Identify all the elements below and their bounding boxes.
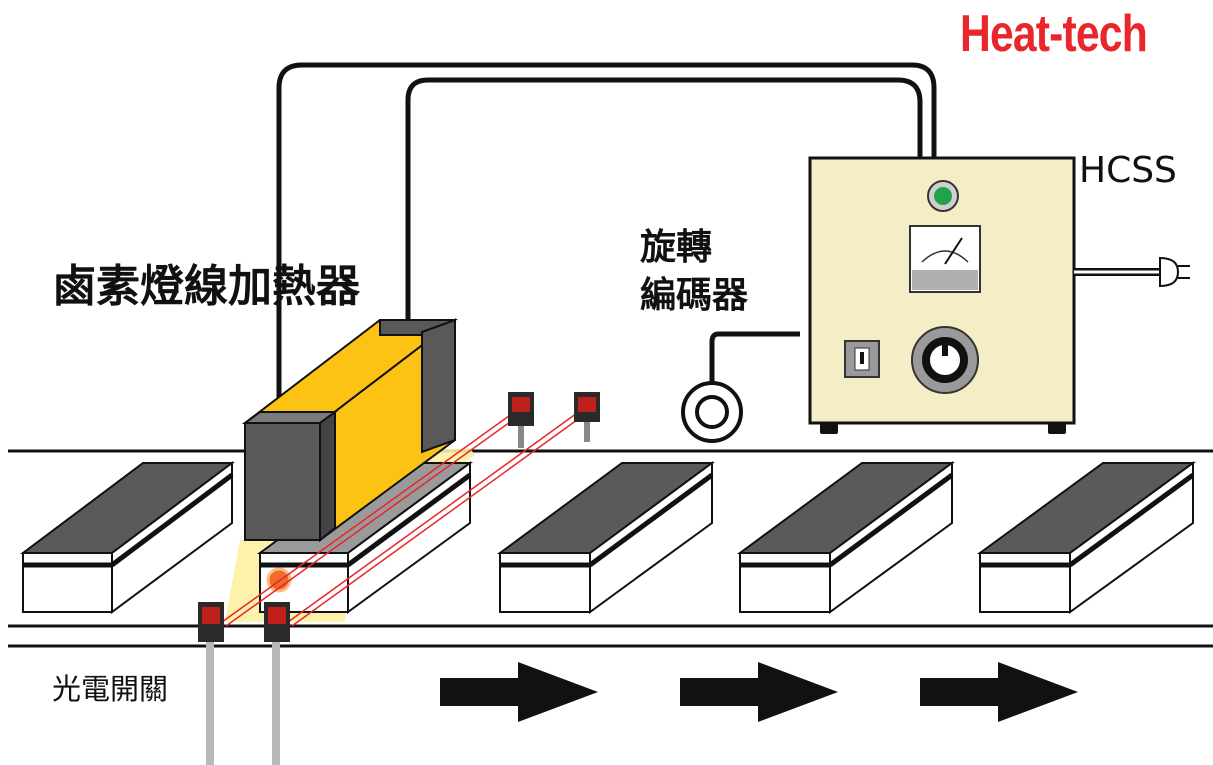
workpieces — [20, 461, 1197, 614]
conveyor-direction-arrow-icon — [920, 662, 1078, 722]
rotary-encoder-label-line1: 旋轉 — [640, 227, 713, 268]
indicator-lamp-icon — [927, 180, 959, 212]
rotary-encoder-label: 旋轉 編碼器 — [640, 224, 748, 320]
workpiece — [20, 461, 235, 614]
rotary-encoder-icon — [681, 331, 800, 443]
photoelectric-switch-label: 光電開關 — [52, 672, 169, 706]
workpiece — [736, 461, 956, 614]
workpiece — [976, 461, 1197, 614]
halogen-heater-label: 鹵素燈線加熱器 — [52, 261, 360, 312]
control-knob-icon — [911, 326, 979, 394]
halogen-line-heater — [241, 317, 458, 543]
power-switch-icon — [844, 340, 880, 378]
controller-box — [808, 156, 1076, 434]
front-photoelectric-sensors — [198, 602, 290, 765]
analog-meter-icon — [909, 225, 981, 293]
heater-cables — [276, 62, 937, 420]
controller-label: HCSS — [1079, 150, 1177, 191]
rear-photoelectric-sensors — [508, 392, 600, 448]
conveyor-direction-arrow-icon — [440, 662, 598, 722]
sensor-beams — [221, 407, 589, 627]
workpiece — [496, 461, 716, 614]
conveyor-direction-arrows — [440, 662, 1078, 722]
conveyor-direction-arrow-icon — [680, 662, 838, 722]
brand-logo: Heat-tech — [960, 5, 1148, 63]
power-plug-icon — [1074, 256, 1190, 288]
rotary-encoder-label-line2: 編碼器 — [640, 275, 749, 316]
